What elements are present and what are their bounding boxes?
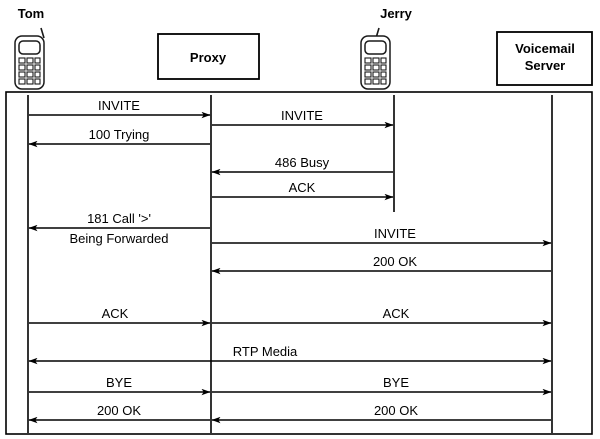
entity-label-voicemail-line1: Voicemail (515, 41, 575, 56)
message-label-7: INVITE (374, 226, 416, 241)
message-label-5: ACK (289, 180, 316, 195)
message-label-13: BYE (383, 375, 409, 390)
message-label-3: 100 Trying (89, 127, 150, 142)
message-label-10: ACK (383, 306, 410, 321)
message-label-4: 486 Busy (275, 155, 330, 170)
entity-box-proxy (157, 33, 260, 80)
message-label-12: BYE (106, 375, 132, 390)
entity-box-voicemail-server (496, 31, 593, 86)
message-label-6-line2: Being Forwarded (70, 231, 169, 246)
message-label-14: 200 OK (97, 403, 141, 418)
message-label-11: RTP Media (233, 344, 298, 359)
message-label-6-line1: 181 Call '>' (87, 211, 151, 226)
diagram-frame (5, 91, 593, 435)
entity-label-proxy: Proxy (190, 50, 227, 65)
actor-label-jerry: Jerry (380, 6, 413, 21)
message-label-8: 200 OK (373, 254, 417, 269)
message-label-15: 200 OK (374, 403, 418, 418)
message-label-1: INVITE (98, 98, 140, 113)
message-label-9: ACK (102, 306, 129, 321)
entity-label-voicemail-line2: Server (525, 58, 565, 73)
actor-label-tom: Tom (18, 6, 44, 21)
mobile-phone-icon-jerry (360, 27, 391, 90)
mobile-phone-icon-tom (14, 27, 45, 90)
message-label-2: INVITE (281, 108, 323, 123)
